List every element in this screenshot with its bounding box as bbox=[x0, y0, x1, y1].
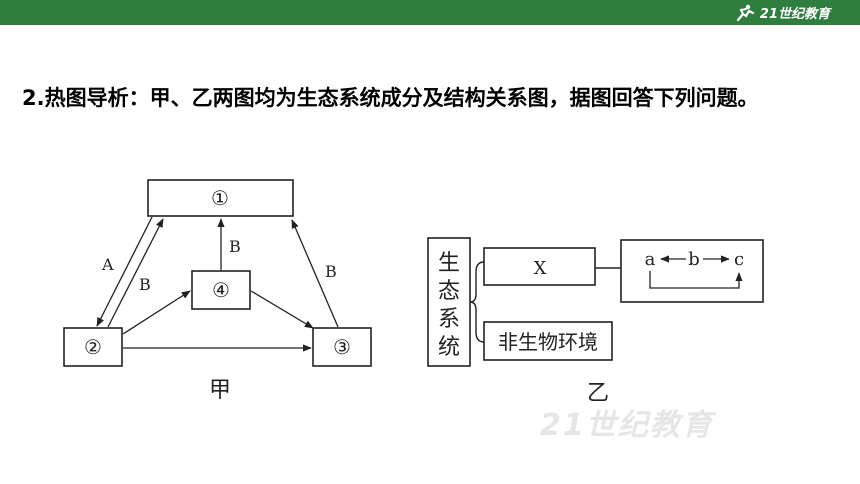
box-2 bbox=[63, 327, 123, 367]
box-3-label: ③ bbox=[333, 335, 351, 359]
arrow-1-to-2 bbox=[96, 216, 153, 327]
ecosystem-char-1: 生 bbox=[438, 251, 460, 276]
ecosystem-char-4: 统 bbox=[438, 335, 460, 360]
brand-logo: 21世纪教育 bbox=[734, 2, 830, 23]
caption-yi: 乙 bbox=[587, 381, 609, 406]
box-abiotic-label: 非生物环境 bbox=[498, 330, 598, 354]
label-B-left: B bbox=[139, 275, 151, 294]
chain-a: a bbox=[645, 249, 656, 270]
ecosystem-char-2: 态 bbox=[438, 279, 460, 304]
box-X-label: X bbox=[534, 258, 547, 279]
question-number: 2. bbox=[22, 86, 45, 110]
diagram-jia: ① ② ③ ④ A B B B 甲 bbox=[63, 179, 372, 403]
caption-jia: 甲 bbox=[209, 378, 231, 403]
runner-icon bbox=[736, 4, 755, 21]
box-4-label: ④ bbox=[212, 278, 230, 302]
chain-b: b bbox=[688, 249, 700, 270]
arrow-2-to-4 bbox=[122, 290, 191, 335]
box-2-label: ② bbox=[84, 335, 102, 359]
arrow-a-to-c bbox=[649, 271, 743, 289]
chain-c: c bbox=[734, 249, 744, 270]
label-A: A bbox=[101, 255, 114, 274]
ecosystem-char-3: 系 bbox=[438, 307, 460, 332]
label-B-center: B bbox=[229, 237, 241, 256]
logo-text: 21世纪教育 bbox=[759, 7, 830, 22]
box-abiotic bbox=[483, 321, 613, 361]
box-4 bbox=[191, 270, 251, 310]
arrow-3-to-1 bbox=[291, 219, 339, 328]
arrow-2-to-1 bbox=[107, 218, 164, 328]
brace bbox=[469, 261, 485, 343]
question-text-block: 2.热图导析：甲、乙两图均为生态系统成分及结构关系图，据图回答下列问题。 bbox=[22, 78, 842, 119]
diagram-yi: 生 态 系 统 X 非生物环境 a b c 乙 bbox=[427, 237, 764, 406]
watermark: 21世纪教育 bbox=[540, 408, 714, 443]
question-body: 热图导析：甲、乙两图均为生态系统成分及结构关系图，据图回答下列问题。 bbox=[44, 86, 759, 110]
header-bar: 21世纪教育 bbox=[0, 0, 860, 25]
box-1-label: ① bbox=[211, 186, 229, 210]
box-X bbox=[483, 247, 596, 286]
arrow-4-to-3 bbox=[250, 290, 314, 329]
chain-box bbox=[620, 239, 764, 303]
label-B-right: B bbox=[325, 262, 337, 281]
box-1 bbox=[147, 179, 294, 217]
box-3 bbox=[312, 327, 372, 367]
